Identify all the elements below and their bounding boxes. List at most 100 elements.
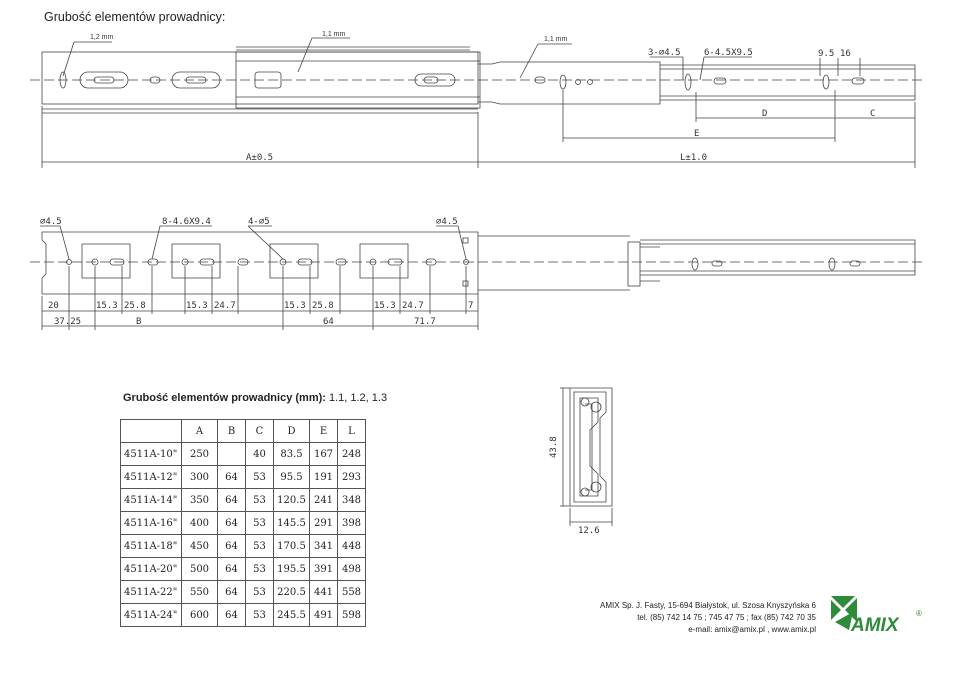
thickness-label-3: 1,1 mm [544,36,568,43]
table-cell: 241 [309,488,338,512]
table-cell: 4511A-18" [120,534,182,558]
table-cell: 248 [337,442,366,466]
table-cell: 400 [181,511,218,535]
table-header: D [273,419,310,443]
table-cell: 53 [245,603,274,627]
table-cell: 598 [337,603,366,627]
table-cell: 558 [337,580,366,604]
table-cell: 498 [337,557,366,581]
profile-height: 43.8 [549,436,559,458]
table-header: C [245,419,274,443]
dim-D: D [762,109,767,119]
table-cell: 291 [309,511,338,535]
table-cell: 4511A-12" [120,465,182,489]
table-cell: 64 [217,534,246,558]
table-cell: 550 [181,580,218,604]
dim-20: 20 [48,301,59,311]
hole-label-3-d4-5: 3-⌀4.5 [648,48,681,58]
hole-label-4-d5: 4-⌀5 [248,217,270,227]
table-cell: 250 [181,442,218,466]
table-cell: 64 [217,603,246,627]
table-cell: 293 [337,465,366,489]
table-cell: 167 [309,442,338,466]
table-cell: 350 [181,488,218,512]
dim-24-7-b: 24.7 [402,301,424,311]
table-cell: 348 [337,488,366,512]
dim-15-3-d: 15.3 [374,301,396,311]
table-cell: 398 [337,511,366,535]
table-cell: 83.5 [273,442,310,466]
table-cell: 64 [217,465,246,489]
table-header: L [337,419,366,443]
dim-64: 64 [323,317,334,327]
table-header-row: A B C D E L [120,419,366,443]
hole-label-d4-5-left: ⌀4.5 [40,217,62,227]
dim-C: C [870,109,875,119]
table-cell: 64 [217,557,246,581]
table-cell: 40 [245,442,274,466]
dim-E: E [694,129,699,139]
table-cell: 4511A-16" [120,511,182,535]
dim-L: L±1.0 [680,153,707,163]
thickness-label-1: 1,2 mm [90,34,114,41]
table-cell: 391 [309,557,338,581]
amix-logo: AMIX ® [829,594,929,643]
table-cell: 441 [309,580,338,604]
email-line: e-mail: amix@amix.pl , www.amix.pl [688,625,816,634]
table-cell: 120.5 [273,488,310,512]
table-cell: 53 [245,557,274,581]
table-cell: 4511A-24" [120,603,182,627]
table-cell: 448 [337,534,366,558]
hole-label-d4-5-right: ⌀4.5 [436,217,458,227]
page-title: Grubość elementów prowadnicy: [44,10,226,24]
logo-text: AMIX [850,615,900,636]
dim-15-3-b: 15.3 [186,301,208,311]
table-cell: 145.5 [273,511,310,535]
dim-24-7-a: 24.7 [214,301,236,311]
table-cell: 300 [181,465,218,489]
table-cell: 64 [217,580,246,604]
table-cell: 53 [245,534,274,558]
dim-15-3-a: 15.3 [96,301,118,311]
table-cell [217,442,246,466]
top-slide-view [30,37,925,168]
table-cell: 491 [309,603,338,627]
dim-B: B [136,317,141,327]
table-title: Grubość elementów prowadnicy (mm): 1.1, … [123,392,387,404]
thickness-label-2: 1,1 mm [322,31,346,38]
registered-mark: ® [916,609,922,618]
table-cell: 220.5 [273,580,310,604]
dim-25-8-a: 25.8 [124,301,146,311]
table-header: E [309,419,338,443]
hole-label-6-slot: 6-4.5X9.5 [704,48,753,58]
table-cell: 500 [181,557,218,581]
dim-7: 7 [468,301,473,311]
table-cell: 53 [245,488,274,512]
bottom-slide-view [30,225,925,330]
table-header: A [181,419,218,443]
dim-25-8-b: 25.8 [312,301,334,311]
table-header [120,419,182,443]
table-cell: 341 [309,534,338,558]
table-cell: 4511A-10" [120,442,182,466]
dim-16: 16 [840,49,851,59]
profile-cross-section [560,387,613,526]
phone-line: tel. (85) 742 14 75 ; 745 47 75 ; fax (8… [637,613,816,622]
amix-logo-mark: AMIX ® [831,596,922,636]
table-title-bold: Grubość elementów prowadnicy (mm): [123,392,326,404]
table-title-values: 1.1, 1.2, 1.3 [325,392,388,404]
table-header: B [217,419,246,443]
table-cell: 4511A-20" [120,557,182,581]
table-cell: 170.5 [273,534,310,558]
table-cell: 64 [217,488,246,512]
table-cell: 64 [217,511,246,535]
table-cell: 4511A-14" [120,488,182,512]
